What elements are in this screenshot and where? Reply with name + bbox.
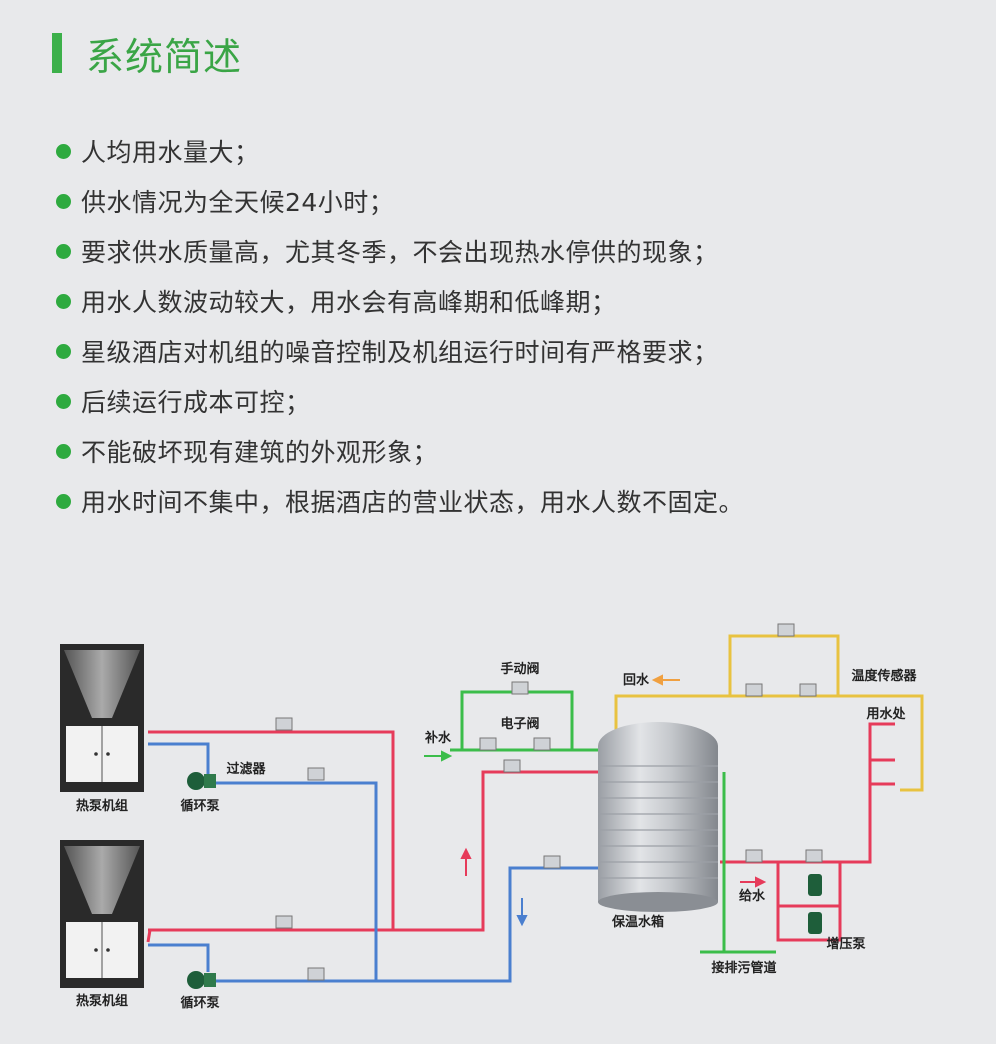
bullet-dot-icon xyxy=(56,293,71,309)
circ-pump-label-1: 循环泵 xyxy=(180,798,219,814)
bullet-text: 人均用水量大； xyxy=(81,138,260,167)
supply-water-label: 给水 xyxy=(739,888,766,904)
bullet-dot-icon xyxy=(56,243,71,259)
bullet-dot-icon xyxy=(56,193,71,209)
bullet-dot-icon xyxy=(56,493,71,509)
bullet-text: 不能破坏现有建筑的外观形象； xyxy=(81,438,439,467)
list-item: 供水情况为全天候24小时； xyxy=(56,176,744,226)
bullet-text: 用水人数波动较大，用水会有高峰期和低峰期； xyxy=(81,288,617,317)
list-item: 用水时间不集中，根据酒店的营业状态，用水人数不固定。 xyxy=(56,476,744,526)
bullet-list: 人均用水量大； 供水情况为全天候24小时； 要求供水质量高，尤其冬季，不会出现热… xyxy=(56,126,744,526)
list-item: 后续运行成本可控； xyxy=(56,376,744,426)
list-item: 星级酒店对机组的噪音控制及机组运行时间有严格要求； xyxy=(56,326,744,376)
bullet-dot-icon xyxy=(56,443,71,459)
up-arrow-icon xyxy=(460,847,472,876)
electronic-valve-label: 电子阀 xyxy=(500,716,539,732)
down-arrow-icon xyxy=(516,898,528,927)
manual-valve-label: 手动阀 xyxy=(500,661,539,677)
makeup-water-label: 补水 xyxy=(424,730,452,746)
heat-pump-unit-2 xyxy=(60,840,144,988)
booster-pumps xyxy=(808,874,822,934)
heat-pump-label-2: 热泵机组 xyxy=(76,993,128,1009)
heat-pump-label-1: 热泵机组 xyxy=(76,798,128,814)
makeup-arrow-icon xyxy=(424,750,453,762)
cold-water-pipes xyxy=(148,742,598,983)
circ-pump-label-2: 循环泵 xyxy=(180,995,219,1011)
bullet-text: 星级酒店对机组的噪音控制及机组运行时间有严格要求； xyxy=(81,338,719,367)
flow-arrows xyxy=(424,674,767,927)
insulated-tank xyxy=(598,722,718,912)
list-item: 用水人数波动较大，用水会有高峰期和低峰期； xyxy=(56,276,744,326)
return-arrow-icon xyxy=(651,674,680,686)
header-accent-bar xyxy=(52,33,62,73)
booster-pump-label: 增压泵 xyxy=(826,936,865,952)
tank-label: 保温水箱 xyxy=(611,914,664,930)
bullet-text: 供水情况为全天候24小时； xyxy=(81,188,395,217)
bullet-text: 后续运行成本可控； xyxy=(81,388,311,417)
list-item: 不能破坏现有建筑的外观形象； xyxy=(56,426,744,476)
circulation-pump-2 xyxy=(187,971,216,989)
system-diagram: 热泵机组 热泵机组 xyxy=(60,623,924,1011)
list-item: 要求供水质量高，尤其冬季，不会出现热水停供的现象； xyxy=(56,226,744,276)
section-header: 系统简述 xyxy=(52,28,243,79)
bullet-dot-icon xyxy=(56,343,71,359)
drain-label: 接排污管道 xyxy=(711,960,776,976)
circulation-pump-1 xyxy=(187,772,216,790)
temp-sensor-label: 温度传感器 xyxy=(851,668,917,684)
bullet-text: 要求供水质量高，尤其冬季，不会出现热水停供的现象； xyxy=(81,238,719,267)
page-title: 系统简述 xyxy=(86,34,243,79)
bullet-dot-icon xyxy=(56,143,71,159)
bullet-text: 用水时间不集中，根据酒店的营业状态，用水人数不固定。 xyxy=(81,488,745,517)
return-water-label: 回水 xyxy=(623,672,650,688)
heat-pump-unit-1 xyxy=(60,644,144,792)
water-outlet-label: 用水处 xyxy=(865,706,906,722)
valves xyxy=(275,623,823,981)
supply-arrow-icon xyxy=(740,876,767,888)
hot-water-pipes xyxy=(146,722,895,943)
filter-label: 过滤器 xyxy=(226,761,266,777)
list-item: 人均用水量大； xyxy=(56,126,744,176)
bullet-dot-icon xyxy=(56,393,71,409)
